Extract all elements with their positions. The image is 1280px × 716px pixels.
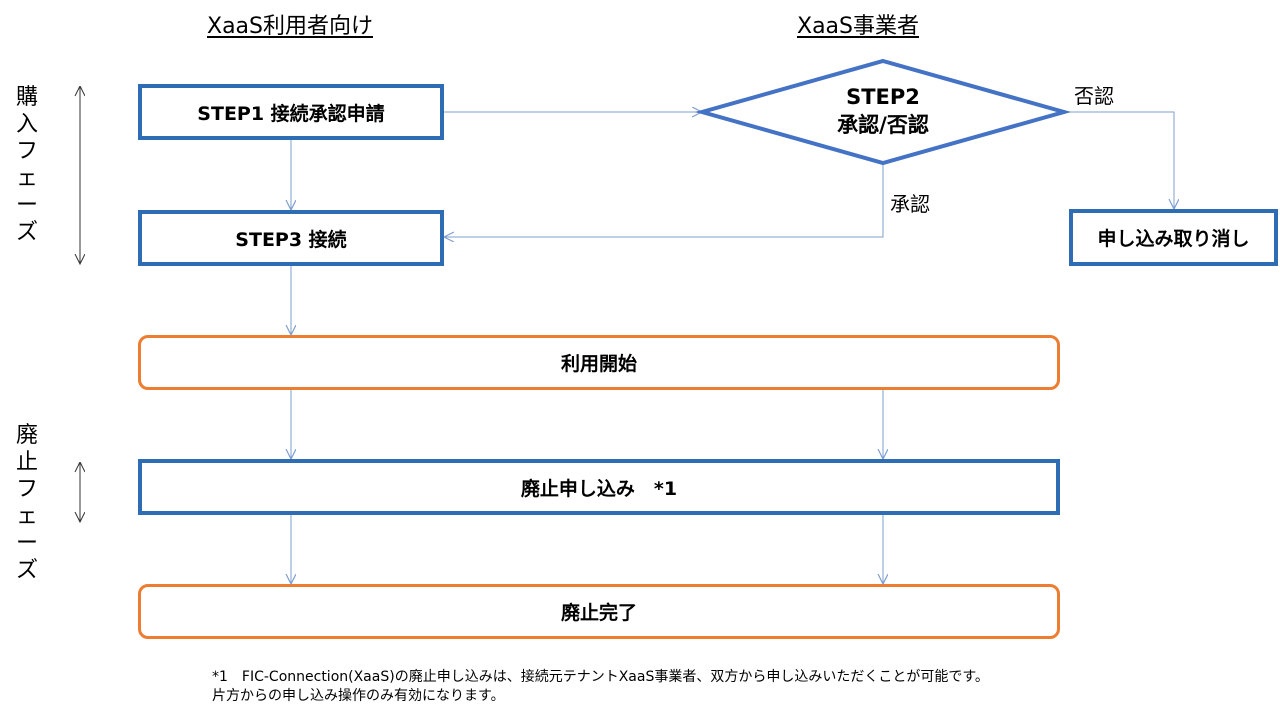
abolish-complete-box: 廃止完了 <box>138 584 1060 639</box>
start-use-label: 利用開始 <box>560 353 637 375</box>
step2-diamond <box>694 58 1072 166</box>
footnote: *1 FIC-Connection(XaaS)の廃止申し込みは、接続元テナントX… <box>212 668 989 706</box>
cancel-application-label: 申し込み取り消し <box>1097 228 1250 250</box>
cancel-application-box: 申し込み取り消し <box>1069 209 1278 266</box>
abolish-request-label: 廃止申し込み *1 <box>520 477 678 500</box>
edge-label-approve: 承認 <box>890 192 930 216</box>
footnote-line-1: *1 FIC-Connection(XaaS)の廃止申し込みは、接続元テナントX… <box>212 669 989 685</box>
step1-box: STEP1 接続承認申請 <box>138 84 444 140</box>
step2-label: STEP2 承認/否認 <box>702 83 1064 139</box>
edge-step2-step3 <box>444 163 884 237</box>
edge-label-reject: 否認 <box>1074 84 1114 108</box>
edge-step2-cancel <box>1064 111 1174 209</box>
abolish-complete-label: 廃止完了 <box>560 602 637 624</box>
phase-label-purchase: 購入フェーズ <box>15 85 38 245</box>
start-use-box: 利用開始 <box>138 335 1060 390</box>
phase-label-cancel: 廃止フェーズ <box>15 423 38 583</box>
step2-title: STEP2 <box>846 85 920 109</box>
step3-box: STEP3 接続 <box>138 210 444 266</box>
step3-label: STEP3 接続 <box>235 228 347 251</box>
footnote-line-2: 片方からの申し込み操作のみ有効になります。 <box>212 688 505 704</box>
step2-subtitle: 承認/否認 <box>837 113 929 137</box>
step1-label: STEP1 接続承認申請 <box>197 102 385 125</box>
column-heading-provider: XaaS事業者 <box>797 14 919 39</box>
abolish-request-box: 廃止申し込み *1 <box>138 459 1060 515</box>
column-heading-user: XaaS利用者向け <box>207 14 373 39</box>
